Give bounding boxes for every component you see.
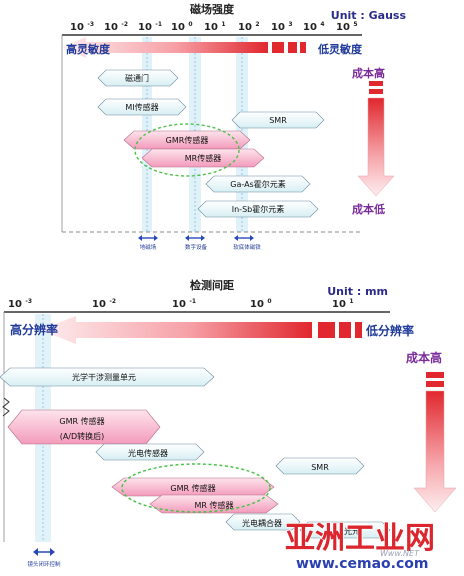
bottom-bar-photocoupler	[225, 513, 301, 531]
top-cost-block	[369, 81, 383, 86]
bottom-bar-partial	[299, 521, 391, 539]
bottom-cost-high: 成本高	[406, 350, 442, 365]
watermark-logo: Www.NET	[380, 549, 420, 558]
top-marker-label: 软底体磁铁	[233, 243, 261, 251]
bottom-bar-label: SMR	[311, 463, 329, 472]
bottom-cost-block	[426, 381, 444, 387]
bottom-title: 检测间距	[190, 278, 234, 292]
top-bar-label: MR传感器	[185, 153, 221, 163]
top-cost-low: 成本低	[352, 202, 385, 216]
bottom-bar-label: 光电传感器	[128, 448, 168, 458]
bottom-high-resolution: 高分辨率	[10, 322, 58, 337]
bottom-cost-arrow	[413, 390, 457, 513]
bottom-bar-label: (A/D转换后)	[60, 431, 105, 441]
top-tick: 10 -2	[104, 21, 128, 33]
top-tick: 10 0	[171, 21, 193, 33]
bottom-bar-label: GMR 传感器	[170, 483, 215, 493]
bottom-marker-label: 镜头闭环控制	[27, 560, 61, 568]
top-marker-label: 地磁场	[140, 243, 157, 251]
bottom-bar-label: GMR 传感器	[59, 416, 104, 426]
top-arrow-block	[288, 42, 297, 53]
bottom-focus-ellipse	[121, 463, 271, 513]
bottom-ticks: 10 -3 10 -2 10 -1 10 0 10 1	[8, 298, 354, 310]
top-bar-gaas	[205, 175, 311, 193]
top-tick: 10 -1	[138, 21, 162, 33]
bottom-bar-label: MR 传感器	[194, 500, 233, 510]
watermark-url: www.cemao.com	[296, 556, 429, 572]
bottom-tick: 10 -3	[8, 298, 32, 310]
top-arrow-block	[272, 42, 284, 53]
top-bar-smr	[231, 111, 325, 129]
top-bar-label: MI传感器	[125, 102, 158, 112]
top-diagram: 磁场强度 Unit : Gauss 10 -3 10 -2 10 -1 10 0…	[61, 2, 407, 251]
top-high-sensitivity: 高灵敏度	[66, 42, 111, 56]
top-cost-block	[369, 89, 383, 94]
top-marker-magnet: 软底体磁铁	[233, 235, 261, 251]
bottom-diagram: 检测间距 Unit : mm 10 -3 10 -2 10 -1 10 0 10…	[0, 278, 457, 568]
top-bar-label: In-Sb霍尔元素	[232, 204, 284, 214]
top-tick: 10 4	[303, 21, 325, 33]
top-bar-label: GMR传感器	[166, 135, 209, 145]
top-tick: 10 1	[204, 21, 226, 33]
bottom-tick: 10 -1	[172, 298, 196, 310]
top-cost-high: 成本高	[352, 66, 385, 80]
bottom-bar-interferometer	[0, 367, 215, 387]
top-bar-mi	[97, 98, 187, 116]
bottom-bar-label: 光元	[344, 526, 360, 536]
bottom-bar-label: 光电耦合器	[242, 518, 282, 528]
bottom-tick: 10 -2	[92, 298, 116, 310]
top-bar-insb	[197, 200, 319, 218]
bottom-marker-lens: 镜头闭环控制	[27, 548, 61, 568]
bottom-cost-block	[426, 372, 444, 378]
watermark-chinese: 亚洲工业网	[285, 521, 435, 556]
bottom-arrow-block	[355, 322, 362, 338]
top-unit: Unit : Gauss	[331, 9, 407, 22]
bottom-bar-gmr-ad	[7, 409, 161, 445]
top-tick: 10 2	[238, 21, 260, 33]
top-marker-geomagnetic: 地磁场	[138, 235, 158, 251]
top-focus-ellipse	[134, 123, 240, 177]
top-cost-arrow	[357, 97, 395, 197]
bottom-unit: Unit : mm	[327, 285, 388, 298]
top-tick: 10 3	[271, 21, 293, 33]
top-tick: 10 5	[336, 21, 358, 33]
top-title: 磁场强度	[190, 2, 235, 16]
bottom-bar-photoelectric	[95, 443, 205, 461]
top-ticks: 10 -3 10 -2 10 -1 10 0 10 1 10 2 10 3 10…	[70, 21, 358, 33]
top-bar-label: SMR	[269, 116, 287, 125]
bottom-arrow-block	[339, 322, 351, 338]
bottom-bar-mr	[149, 494, 279, 514]
top-bar-gmr	[123, 130, 251, 150]
top-bar-label: 磁通门	[125, 73, 149, 83]
bottom-arrow-block	[318, 322, 335, 338]
bottom-resolution-arrow	[40, 316, 312, 344]
top-sensitivity-arrow	[62, 37, 268, 58]
top-bar-label: Ga-As霍尔元素	[230, 179, 285, 189]
watermark: 亚洲工业网 www.cemao.com Www.NET	[284, 520, 435, 572]
bottom-bar-gmr	[111, 477, 275, 497]
bottom-low-resolution: 低分辨率	[365, 323, 414, 338]
top-tick: 10 -3	[70, 21, 94, 33]
bottom-tick: 10 0	[250, 298, 272, 310]
top-low-sensitivity: 低灵敏度	[317, 42, 363, 56]
bottom-bar-label: 光学干涉测量单元	[72, 372, 136, 382]
bottom-tick: 10 1	[332, 298, 354, 310]
top-marker-label: 数字设备	[185, 243, 208, 251]
top-marker-digital: 数字设备	[185, 235, 208, 251]
top-arrow-block	[300, 42, 306, 53]
top-bar-fluxgate	[97, 69, 179, 87]
axis-break-icon	[2, 397, 10, 417]
bottom-bar-smr	[275, 457, 365, 475]
